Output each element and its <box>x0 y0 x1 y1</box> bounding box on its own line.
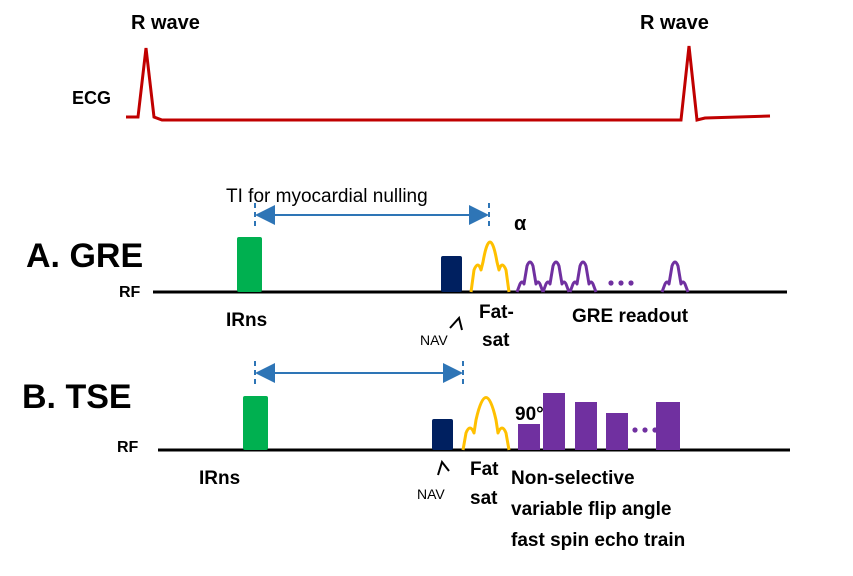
tse-train-line1: Non-selective <box>511 468 635 489</box>
tse-fatsat-pulse <box>461 396 511 451</box>
gre-readout-pulse-1 <box>515 260 545 293</box>
gre-ellipsis-dot-3 <box>628 280 634 286</box>
tse-fatsat-line2: sat <box>470 488 498 509</box>
gre-fatsat-line1: Fat- <box>479 302 514 323</box>
gre-readout-pulse-4 <box>660 260 690 293</box>
ti-label: TI for myocardial nulling <box>226 186 428 207</box>
tse-nav-arrow-icon <box>437 459 450 476</box>
tse-nav-label: NAV <box>417 486 445 502</box>
tse-excitation-pulse <box>518 424 540 450</box>
tse-ellipsis-dot-1 <box>632 427 638 433</box>
gre-title: A. GRE <box>26 237 143 275</box>
tse-nav-pulse <box>432 419 453 450</box>
tse-train-line3: fast spin echo train <box>511 530 685 551</box>
gre-nav-label: NAV <box>420 332 448 348</box>
gre-fatsat-pulse <box>469 240 511 293</box>
gre-readout-pulse-3 <box>568 260 598 293</box>
tse-irns-label: IRns <box>199 468 240 489</box>
tse-refocus-pulse-1 <box>543 393 565 450</box>
gre-ellipsis-dot-2 <box>618 280 624 286</box>
ecg-label: ECG <box>72 88 111 108</box>
gre-ellipsis-dot-1 <box>608 280 614 286</box>
alpha-label: α <box>514 213 527 235</box>
gre-section: A. GRE RF TI for myocardial nulling IRns… <box>26 186 787 351</box>
gre-nav-arrow-icon <box>449 315 463 331</box>
tse-refocus-pulse-2 <box>575 402 597 450</box>
tse-train-line2: variable flip angle <box>511 499 672 520</box>
tse-ellipsis-dot-2 <box>642 427 648 433</box>
gre-fatsat-line2: sat <box>482 330 510 351</box>
gre-irns-pulse <box>237 237 262 292</box>
tse-angle-label: 90° <box>515 404 544 425</box>
tse-section: B. TSE RF IRns NAV Fat sat 90° Non-selec… <box>22 361 790 551</box>
tse-title: B. TSE <box>22 378 132 416</box>
tse-refocus-pulse-4 <box>656 402 680 450</box>
tse-irns-pulse <box>243 396 268 450</box>
ecg-section: R wave R wave ECG <box>72 12 771 122</box>
tse-fatsat-line1: Fat <box>470 459 499 480</box>
r-wave-left-label: R wave <box>131 12 200 34</box>
gre-nav-pulse <box>441 256 462 292</box>
gre-readout-label: GRE readout <box>572 306 689 327</box>
gre-readout-pulse-2 <box>541 260 571 293</box>
gre-rf-label: RF <box>119 284 141 301</box>
ecg-trace <box>126 45 771 122</box>
tse-refocus-pulse-3 <box>606 413 628 450</box>
r-wave-right-label: R wave <box>640 12 709 34</box>
tse-rf-label: RF <box>117 439 139 456</box>
gre-irns-label: IRns <box>226 310 267 331</box>
